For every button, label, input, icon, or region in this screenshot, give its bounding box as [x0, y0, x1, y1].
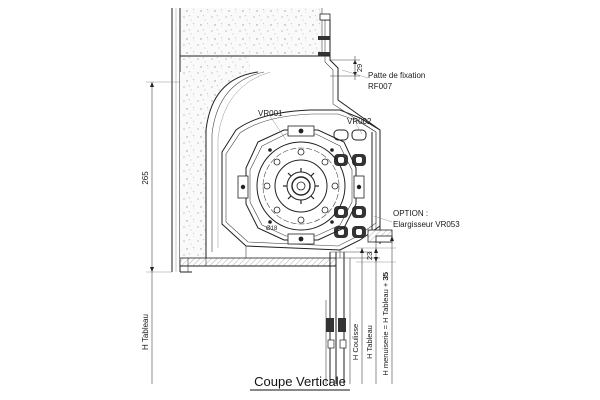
insulation-zone	[180, 71, 271, 258]
right-frame	[367, 130, 393, 244]
vr001-label: VR001	[258, 109, 283, 118]
drawing-title: Coupe Verticale	[254, 374, 346, 389]
option-label-line2: Elargisseur VR053	[393, 220, 460, 229]
bottom-rail	[179, 257, 337, 273]
axle-rings	[256, 141, 346, 231]
dimension-lines	[146, 81, 396, 384]
leader-lines	[269, 69, 393, 223]
text-labels: Patte de fixation RF007 VR001 VR002 OPTI…	[141, 64, 460, 376]
roller-box	[221, 109, 381, 258]
dim-h-tableau-left: H Tableau	[141, 314, 150, 350]
small-mark: Ø18	[266, 226, 278, 232]
dim-h-tableau-right: H Tableau	[365, 325, 374, 359]
dim-29: 29	[355, 64, 364, 72]
end-plate	[237, 125, 365, 245]
dim-23: 23	[365, 252, 374, 260]
guide-rails	[325, 251, 380, 384]
front-cover	[318, 13, 381, 133]
dim-h-menuiserie: H menuiserie = H Tableau + 35	[381, 272, 390, 375]
patte-label-line1: Patte de fixation	[368, 71, 425, 80]
dim-265: 265	[141, 171, 150, 185]
vr002-label: VR002	[347, 117, 372, 126]
dim-h-coulisse: H Coulisse	[351, 324, 360, 360]
patte-label-line2: RF007	[368, 82, 393, 91]
dim-35: 35	[381, 272, 390, 280]
option-label-line1: OPTION :	[393, 209, 428, 218]
